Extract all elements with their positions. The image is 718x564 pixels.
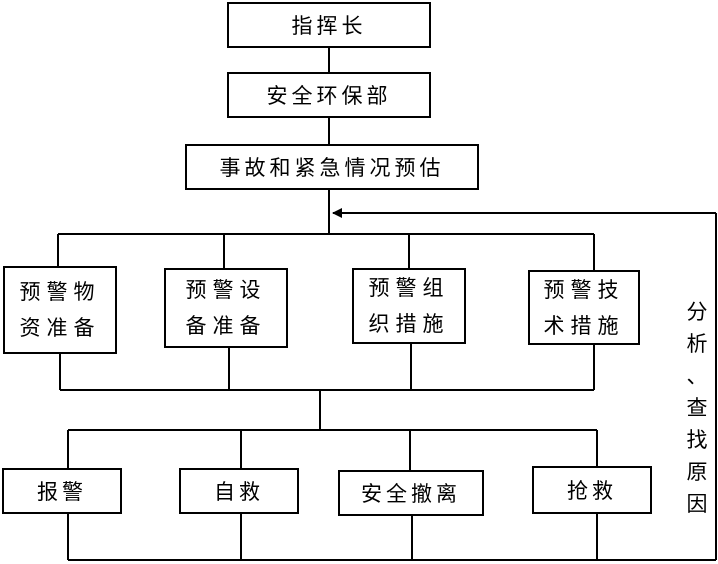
feedback-label: 分 析 、 查 找 原 因 <box>684 296 710 520</box>
prep-box-technical: 预警技 术措施 <box>528 270 640 345</box>
commander-label: 指挥长 <box>291 14 367 38</box>
feedback-char: 查 <box>686 396 708 420</box>
prep-equipment-line1: 预警设 <box>185 278 267 302</box>
prep-materials-line2: 资准备 <box>19 316 101 340</box>
prep-box-materials: 预警物 资准备 <box>3 266 117 354</box>
prep-organization-line1: 预警组 <box>368 276 450 300</box>
department-box: 安全环保部 <box>227 72 431 118</box>
feedback-char: 析 <box>686 332 708 356</box>
assessment-box: 事故和紧急情况预估 <box>185 144 479 190</box>
feedback-char: 找 <box>686 428 708 452</box>
assessment-label: 事故和紧急情况预估 <box>219 156 445 180</box>
feedback-char: 、 <box>686 364 708 388</box>
commander-box: 指挥长 <box>227 2 431 48</box>
action-box-rescue: 抢救 <box>532 466 652 514</box>
action-self-rescue-label: 自救 <box>214 480 264 504</box>
prep-box-equipment: 预警设 备准备 <box>164 268 288 348</box>
prep-organization-line2: 织措施 <box>368 312 450 336</box>
action-alarm-label: 报警 <box>37 480 87 504</box>
prep-box-organization: 预警组 织措施 <box>352 268 466 344</box>
action-box-alarm: 报警 <box>2 468 122 514</box>
feedback-char: 因 <box>686 492 708 516</box>
feedback-char: 原 <box>686 460 708 484</box>
action-evacuation-label: 安全撤离 <box>361 482 461 506</box>
prep-equipment-line2: 备准备 <box>185 314 267 338</box>
action-rescue-label: 抢救 <box>567 479 617 503</box>
prep-technical-line1: 预警技 <box>543 277 625 302</box>
action-box-evacuation: 安全撤离 <box>338 470 484 516</box>
prep-materials-line1: 预警物 <box>19 280 101 304</box>
prep-technical-line2: 术措施 <box>543 313 625 338</box>
action-box-self-rescue: 自救 <box>179 468 299 514</box>
department-label: 安全环保部 <box>266 84 392 108</box>
feedback-char: 分 <box>686 300 708 324</box>
